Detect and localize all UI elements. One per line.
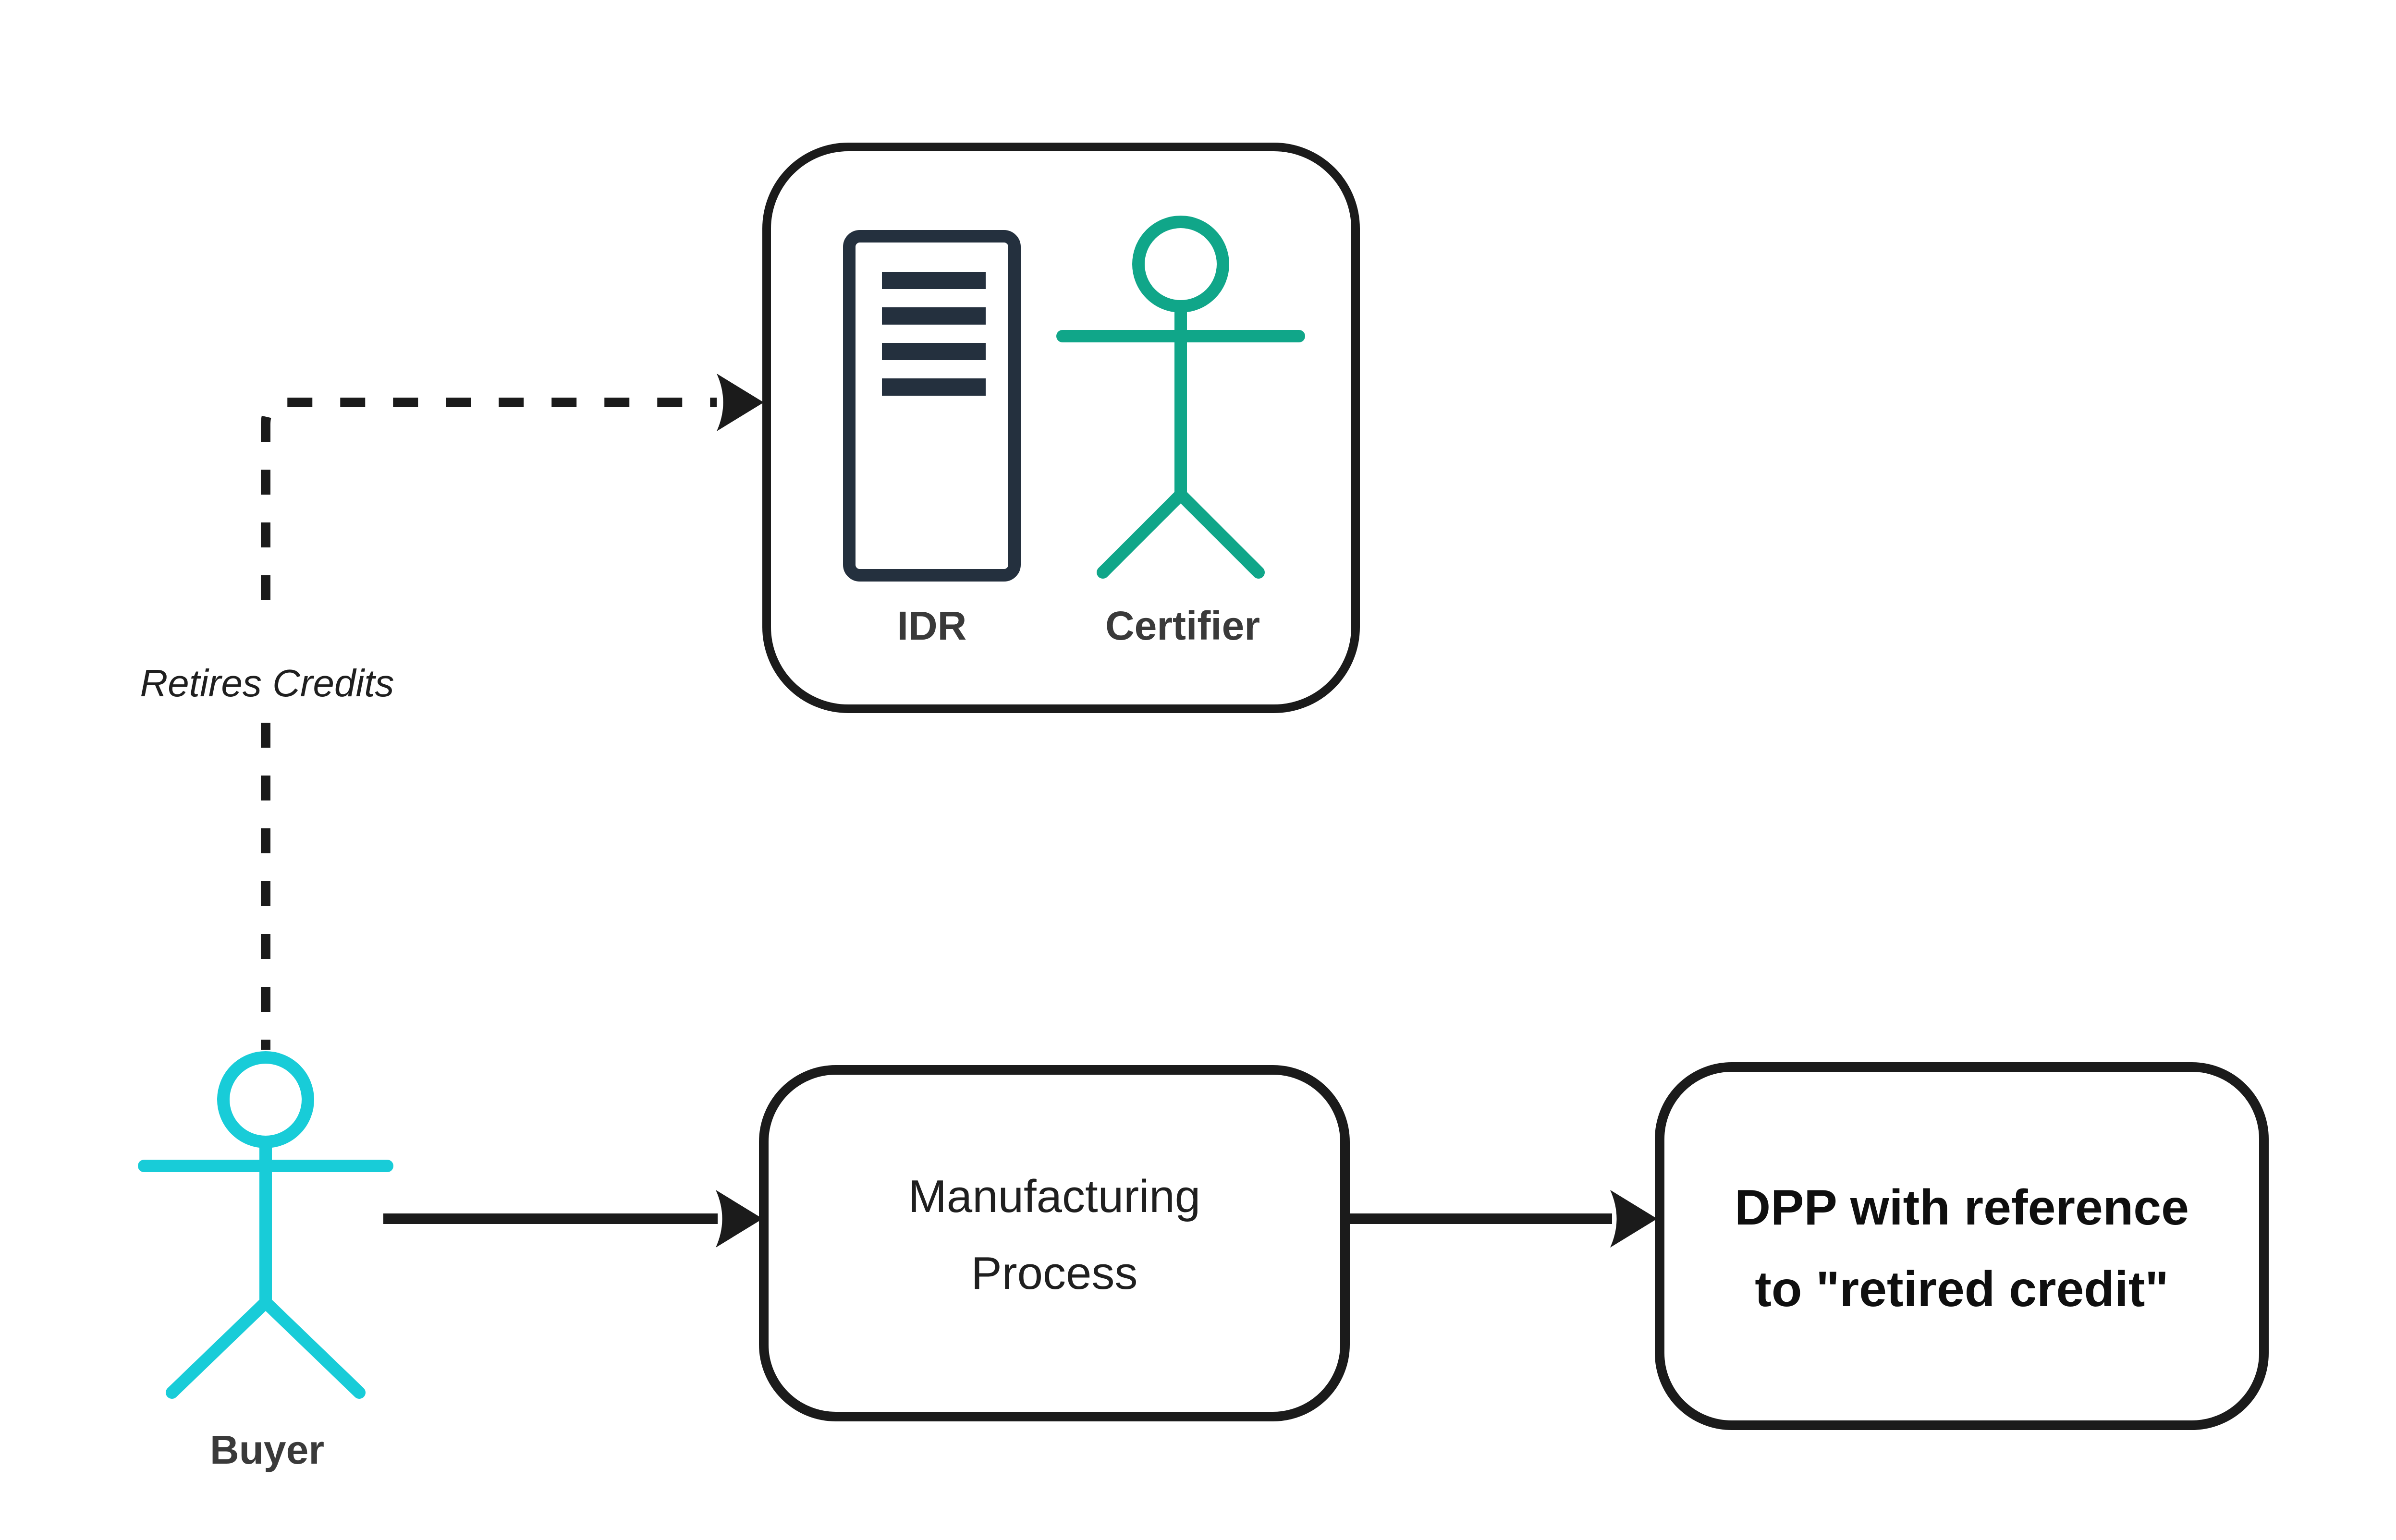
- edge-retires-credits: [261, 374, 764, 1050]
- idr-label: IDR: [897, 603, 967, 648]
- dpp-node: DPP with reference to "retired credit": [1655, 1062, 2269, 1430]
- dpp-label-line1: DPP with reference: [1735, 1180, 2189, 1236]
- manufacturing-label-line2: Process: [971, 1248, 1138, 1299]
- dpp-label-line2: to "retired credit": [1755, 1261, 2168, 1317]
- dpp-box: [1655, 1062, 2269, 1430]
- arrowhead-into-registry-icon: [717, 374, 764, 431]
- server-icon: [843, 230, 1021, 582]
- edge-buyer-to-manufacturing: [383, 1190, 763, 1248]
- buyer-label: Buyer: [210, 1427, 324, 1472]
- manufacturing-node: Manufacturing Process: [759, 1065, 1350, 1421]
- registry-node: IDR Certifier: [762, 143, 1360, 713]
- edge-label-retires-credits: Retires Credits: [140, 662, 394, 704]
- manufacturing-box: [759, 1065, 1350, 1421]
- dashed-connector-upper: [261, 398, 717, 600]
- manufacturing-label-line1: Manufacturing: [908, 1171, 1200, 1222]
- arrowhead-into-manufacturing-icon: [716, 1190, 763, 1248]
- certifier-label: Certifier: [1105, 603, 1260, 648]
- certifier-person-icon: [1056, 216, 1305, 579]
- buyer-person-icon: [138, 1051, 393, 1399]
- buyer-actor: Buyer: [138, 1051, 393, 1472]
- edge-manufacturing-to-dpp: [1345, 1190, 1657, 1248]
- arrowhead-into-dpp-icon: [1610, 1190, 1657, 1248]
